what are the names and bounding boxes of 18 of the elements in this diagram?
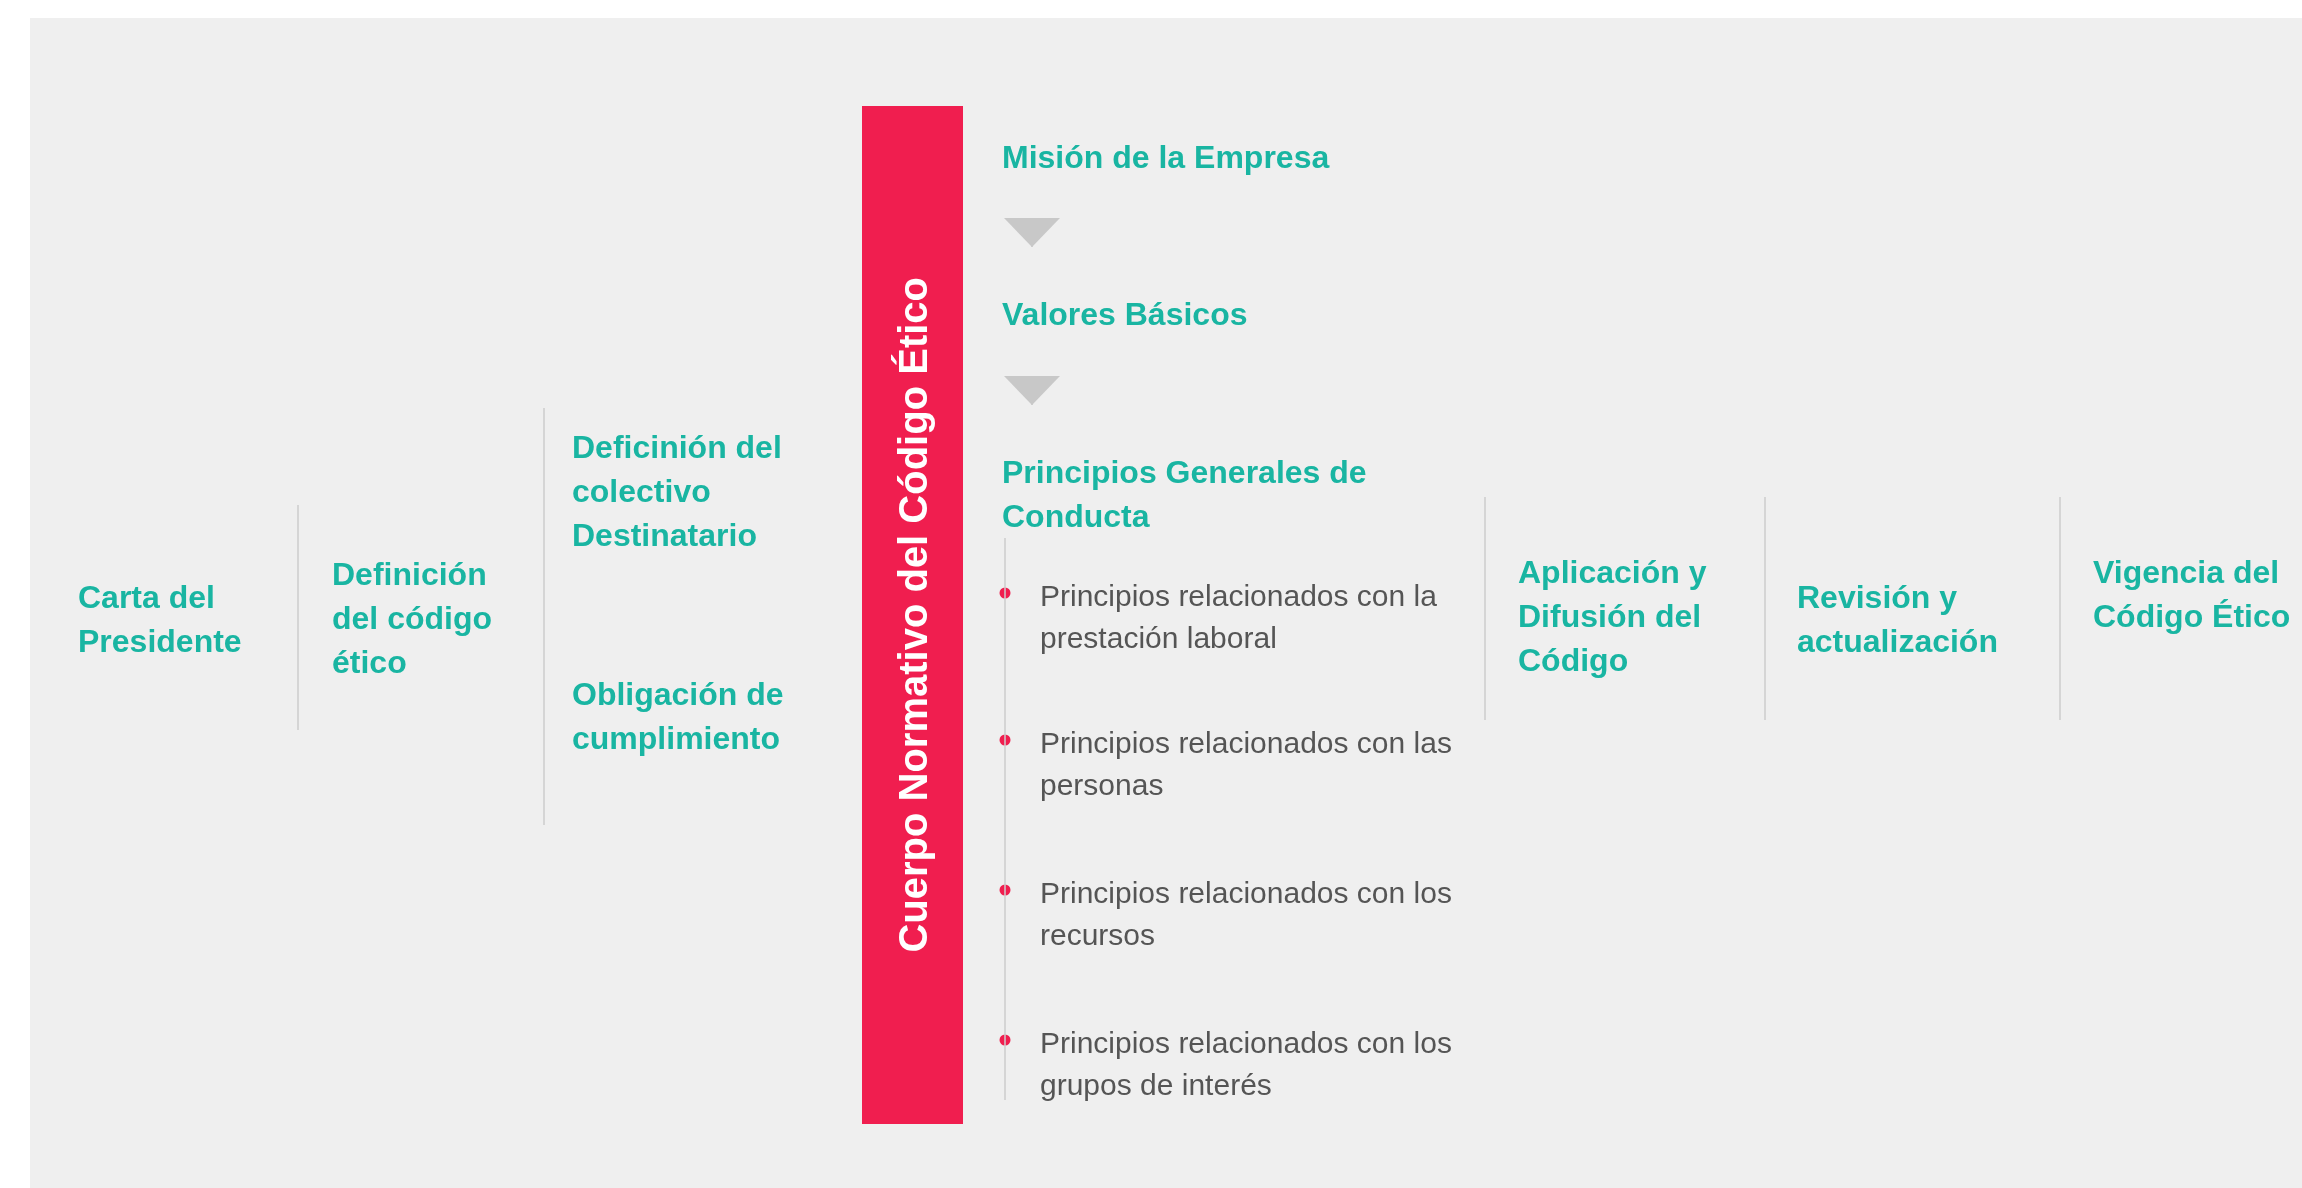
list-item-text: Principios relacionados con los grupos de interés	[1040, 1025, 1453, 1103]
section-title: Aplicación y Difusión del Código	[1518, 553, 1708, 680]
section-title: Valores Básicos	[1002, 295, 1249, 334]
list-item-text: Principios relacionados con las personas	[1040, 725, 1453, 803]
section-title: Deficinión del colectivo Destinatario	[572, 428, 783, 555]
section-title: Carta del Presidente	[78, 578, 243, 661]
section-title: Revisión y actualización	[1797, 578, 1999, 661]
section-bar	[862, 106, 963, 1124]
arrow	[1004, 217, 1060, 248]
bar-title: Cuerpo Normativo del Código Ético	[889, 277, 936, 953]
section-title: Obligación de cumplimiento	[572, 675, 785, 758]
list-item-text: Principios relacionados con la prestación laboral	[1040, 578, 1438, 656]
section-title: Definición del código ético	[332, 555, 493, 682]
section-title: Vigencia del Código Ético	[2093, 553, 2292, 636]
list-item-text: Principios relacionados con los recursos	[1040, 875, 1453, 953]
arrow	[1004, 375, 1060, 406]
section-title: Misión de la Empresa	[1002, 138, 1331, 177]
section-title: Principios Generales de Conducta	[1002, 453, 1368, 536]
